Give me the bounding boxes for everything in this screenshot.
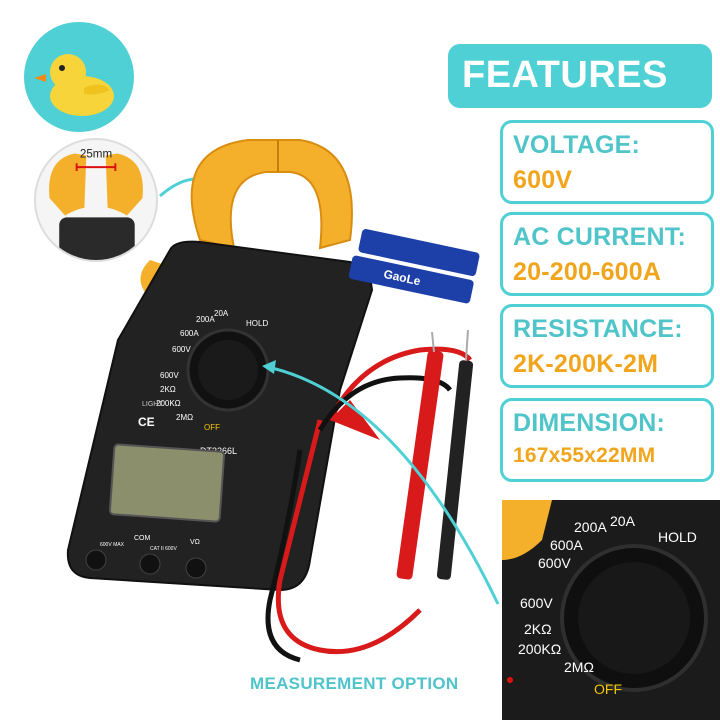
dial-label-2k: 2KΩ bbox=[160, 385, 176, 394]
feature-resistance: RESISTANCE: 2K-200K-2M bbox=[500, 304, 714, 388]
dial-label-hold: HOLD bbox=[246, 319, 268, 328]
terminal-com: COM bbox=[134, 535, 151, 542]
aaa-battery: GaoLe bbox=[348, 229, 480, 304]
dial-label-off: OFF bbox=[204, 423, 220, 432]
zoom-label-200a: 200A bbox=[574, 519, 607, 535]
zoom-label-20a: 20A bbox=[610, 513, 636, 529]
feature-resistance-value: 2K-200K-2M bbox=[513, 350, 659, 378]
feature-dimension: DIMENSION: 167x55x22MM bbox=[500, 398, 714, 482]
dial-zoom-inset: 20A 200A 600A 600V 600V 2KΩ 200KΩ 2MΩ HO… bbox=[502, 500, 720, 720]
feature-dimension-value: 167x55x22MM bbox=[513, 444, 656, 467]
feature-voltage-label: VOLTAGE: bbox=[513, 131, 641, 159]
dial-label-600v-dc: 600V bbox=[172, 345, 191, 354]
zoom-label-600v-ac: 600V bbox=[520, 595, 553, 611]
terminal-max: 600V MAX bbox=[100, 542, 125, 548]
feature-voltage: VOLTAGE: 600V bbox=[500, 120, 714, 204]
features-title: FEATURES bbox=[448, 44, 712, 108]
jaw-measurement: 25mm bbox=[80, 147, 112, 160]
features-title-text: FEATURES bbox=[462, 54, 668, 96]
zoom-label-600v-dc: 600V bbox=[538, 555, 571, 571]
terminal-vohm: VΩ bbox=[190, 539, 200, 546]
feature-voltage-value: 600V bbox=[513, 166, 573, 194]
jaw-inset: 25mm bbox=[34, 138, 158, 262]
dial-label-600v-ac: 600V bbox=[160, 371, 179, 380]
light-label: LIGHT bbox=[142, 401, 163, 408]
zoom-label-200k: 200KΩ bbox=[518, 641, 561, 657]
zoom-label-2m: 2MΩ bbox=[564, 659, 594, 675]
duck-logo bbox=[24, 22, 134, 132]
duck-icon bbox=[34, 54, 114, 116]
feature-ac-current-value: 20-200-600A bbox=[513, 258, 662, 286]
measurement-option-caption: MEASUREMENT OPTION bbox=[250, 674, 459, 693]
terminal-cat: CAT II 600V bbox=[150, 546, 177, 552]
zoom-label-off: OFF bbox=[594, 681, 622, 697]
feature-resistance-label: RESISTANCE: bbox=[513, 315, 683, 343]
dial-label-20a: 20A bbox=[214, 309, 229, 318]
feature-ac-current: AC CURRENT: 20-200-600A bbox=[500, 212, 714, 296]
lcd-display bbox=[108, 443, 226, 523]
zoom-label-600a: 600A bbox=[550, 537, 583, 553]
dial-label-2m: 2MΩ bbox=[176, 413, 193, 422]
feature-dimension-label: DIMENSION: bbox=[513, 409, 665, 437]
dial-label-600a: 600A bbox=[180, 329, 199, 338]
feature-ac-current-label: AC CURRENT: bbox=[513, 223, 687, 251]
zoom-label-hold: HOLD bbox=[658, 529, 697, 545]
dial-label-200a: 200A bbox=[196, 315, 215, 324]
ce-mark: CE bbox=[138, 415, 155, 429]
dial-label-200k: 200KΩ bbox=[156, 399, 181, 408]
zoom-label-2k: 2KΩ bbox=[524, 621, 552, 637]
